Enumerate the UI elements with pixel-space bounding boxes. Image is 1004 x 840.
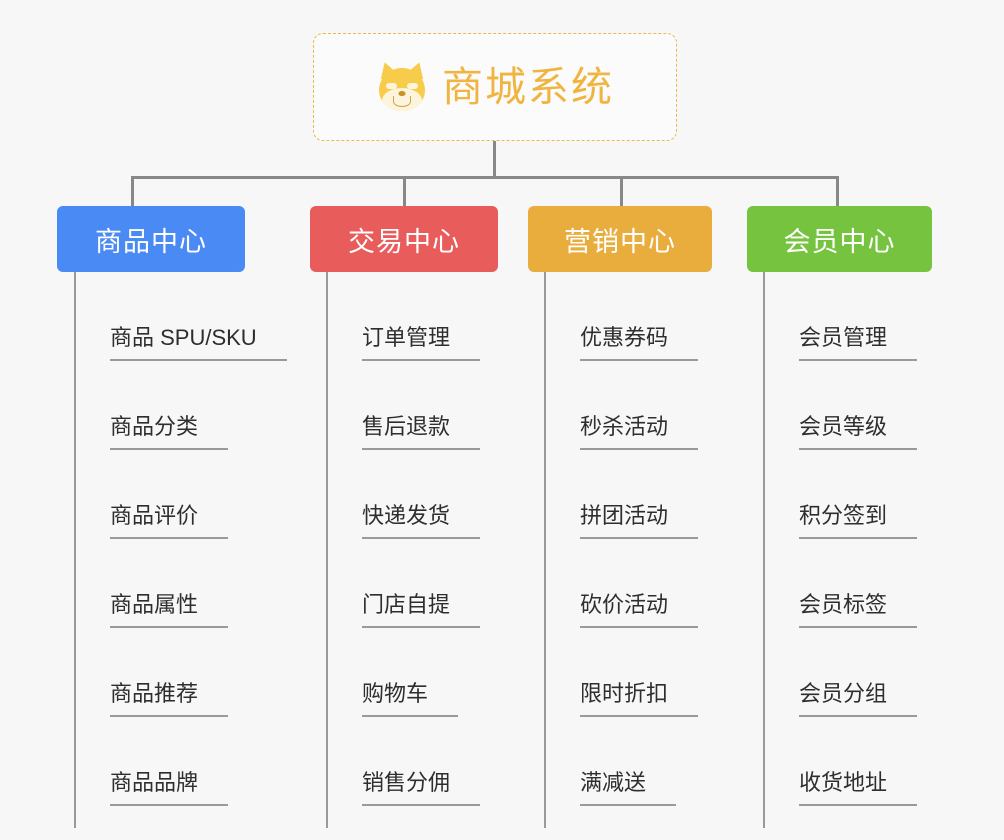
branch-label-0: 商品中心 (95, 226, 207, 257)
leaf-label: 积分签到 (799, 505, 918, 539)
root-node[interactable]: 商城系统 (313, 33, 677, 141)
leaf-item[interactable]: 订单管理 (328, 272, 481, 361)
dog-head (379, 68, 425, 111)
leaf-label: 秒杀活动 (580, 416, 699, 450)
connector-drop-2 (403, 176, 406, 208)
column-spine-1 (326, 272, 328, 828)
leaf-list-0: 商品 SPU/SKU 商品分类 商品评价 商品属性 商品推荐 商品品牌 (76, 272, 287, 806)
leaf-label: 商品分类 (110, 416, 229, 450)
leaf-list-3: 会员管理 会员等级 积分签到 会员标签 会员分组 收货地址 (765, 272, 918, 806)
leaf-item[interactable]: 限时折扣 (546, 628, 699, 717)
branch-label-2: 营销中心 (564, 226, 676, 257)
leaf-label: 拼团活动 (580, 505, 699, 539)
leaf-label: 限时折扣 (580, 683, 699, 717)
leaf-item[interactable]: 拼团活动 (546, 450, 699, 539)
branch-box-1[interactable]: 交易中心 (310, 206, 498, 272)
leaf-label: 会员标签 (799, 594, 918, 628)
branch-box-2[interactable]: 营销中心 (528, 206, 712, 272)
leaf-item[interactable]: 商品品牌 (76, 717, 287, 806)
branch-box-3[interactable]: 会员中心 (747, 206, 932, 272)
leaf-item[interactable]: 商品 SPU/SKU (76, 272, 287, 361)
leaf-label: 商品推荐 (110, 683, 229, 717)
connector-drop-1 (131, 176, 134, 208)
dog-eye-left (386, 83, 397, 89)
branch-label-1: 交易中心 (348, 226, 460, 257)
leaf-item[interactable]: 秒杀活动 (546, 361, 699, 450)
leaf-item[interactable]: 门店自提 (328, 539, 481, 628)
leaf-item[interactable]: 会员标签 (765, 539, 918, 628)
leaf-label: 购物车 (362, 683, 459, 717)
leaf-label: 销售分佣 (362, 772, 481, 806)
connector-drop-3 (620, 176, 623, 208)
dog-nose (398, 91, 406, 96)
leaf-item[interactable]: 商品属性 (76, 539, 287, 628)
leaf-label: 优惠券码 (580, 327, 699, 361)
column-spine-3 (763, 272, 765, 828)
leaf-label: 满减送 (580, 772, 677, 806)
branch-box-0[interactable]: 商品中心 (57, 206, 245, 272)
leaf-label: 收货地址 (799, 772, 918, 806)
leaf-item[interactable]: 会员管理 (765, 272, 918, 361)
leaf-item[interactable]: 积分签到 (765, 450, 918, 539)
leaf-item[interactable]: 商品评价 (76, 450, 287, 539)
leaf-label: 商品属性 (110, 594, 229, 628)
leaf-item[interactable]: 快递发货 (328, 450, 481, 539)
leaf-item[interactable]: 售后退款 (328, 361, 481, 450)
leaf-item[interactable]: 购物车 (328, 628, 480, 717)
leaf-label: 商品评价 (110, 505, 229, 539)
column-spine-2 (544, 272, 546, 828)
leaf-item[interactable]: 收货地址 (765, 717, 918, 806)
dog-eye-right (407, 83, 418, 89)
leaf-item[interactable]: 会员分组 (765, 628, 918, 717)
leaf-label: 商品 SPU/SKU (110, 327, 287, 361)
leaf-label: 砍价活动 (580, 594, 699, 628)
leaf-label: 快递发货 (362, 505, 481, 539)
leaf-item[interactable]: 商品推荐 (76, 628, 287, 717)
leaf-item[interactable]: 商品分类 (76, 361, 287, 450)
dog-mouth (393, 96, 411, 107)
leaf-label: 商品品牌 (110, 772, 229, 806)
leaf-label: 会员分组 (799, 683, 918, 717)
leaf-label: 门店自提 (362, 594, 481, 628)
leaf-label: 售后退款 (362, 416, 481, 450)
leaf-item[interactable]: 砍价活动 (546, 539, 699, 628)
leaf-label: 会员管理 (799, 327, 918, 361)
shiba-dog-icon (376, 59, 428, 113)
connector-root-stem (493, 141, 496, 179)
branch-label-3: 会员中心 (783, 226, 896, 257)
leaf-label: 订单管理 (362, 327, 481, 361)
leaf-list-2: 优惠券码 秒杀活动 拼团活动 砍价活动 限时折扣 满减送 (546, 272, 699, 806)
root-title: 商城系统 (442, 63, 614, 110)
leaf-item[interactable]: 销售分佣 (328, 717, 481, 806)
leaf-list-1: 订单管理 售后退款 快递发货 门店自提 购物车 销售分佣 (328, 272, 481, 806)
leaf-item[interactable]: 会员等级 (765, 361, 918, 450)
connector-bus (131, 176, 839, 179)
leaf-item[interactable]: 满减送 (546, 717, 698, 806)
connector-drop-4 (836, 176, 839, 208)
column-spine-0 (74, 272, 76, 828)
leaf-item[interactable]: 优惠券码 (546, 272, 699, 361)
leaf-label: 会员等级 (799, 416, 918, 450)
